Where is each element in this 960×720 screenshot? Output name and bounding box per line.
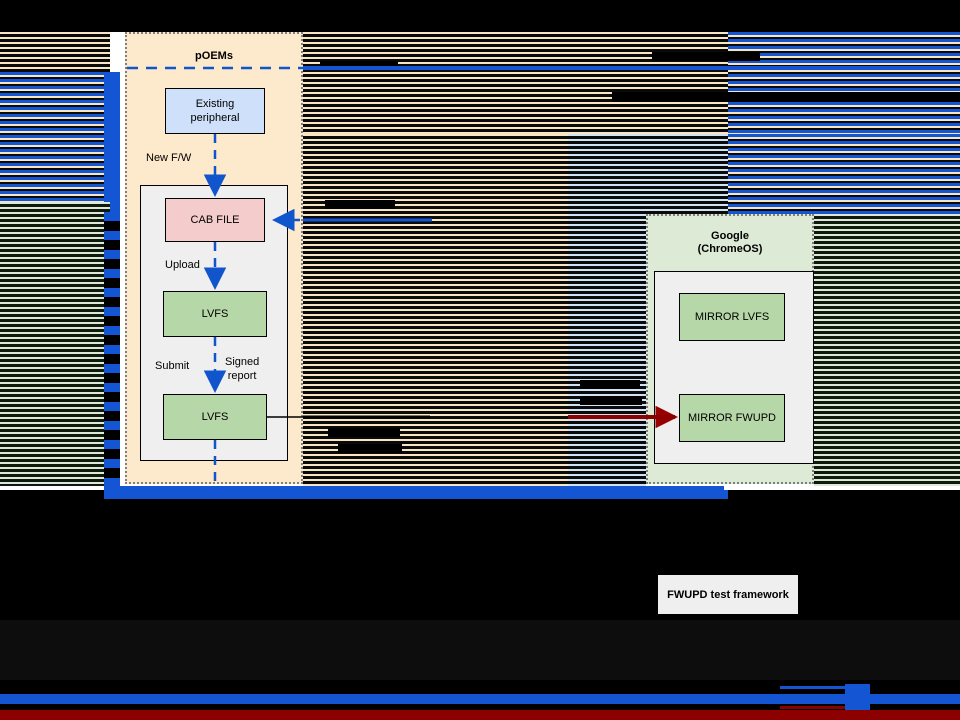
- diagram-canvas: pOEMs Plugin Developers/ Chipset Vendors…: [0, 0, 960, 492]
- glitch-band-blue-2: [728, 134, 960, 214]
- glitch-smear-1: [652, 52, 760, 61]
- glitch-band-ltblue-gap: [568, 134, 646, 486]
- glitch-band-blue-topright: [728, 32, 960, 134]
- node-new-peripheral[interactable]: New Peripheral: [430, 204, 531, 236]
- glitch-smear-5: [580, 396, 642, 405]
- node-fwupd-test-framework[interactable]: FWUPD test framework: [657, 574, 799, 615]
- edge-label-submit: Submit: [155, 360, 190, 372]
- node-plugin-label: PLUGIN: [459, 311, 501, 323]
- node-lvfs-submit[interactable]: LVFS: [163, 394, 267, 440]
- glitch-band-left-green-1: [0, 202, 110, 486]
- node-cab-file-label: CAB FILE: [190, 214, 240, 226]
- node-mirror-fwupd-label: MIRROR FWUPD: [688, 412, 776, 424]
- node-fwupd[interactable]: FWUPD: [428, 394, 532, 440]
- edge-label-submit-changes: Submit Changes: [425, 354, 469, 382]
- glitch-ticks-left: [104, 212, 120, 486]
- edge-label-upload: Upload: [165, 259, 200, 271]
- swimlane-plugin-title-line2: Chipset Vendors: [438, 165, 526, 177]
- node-lvfs-submit-label: LVFS: [201, 411, 229, 423]
- node-plugin[interactable]: PLUGIN: [428, 293, 532, 341]
- glitch-band-ltblue-2: [568, 214, 646, 486]
- glitch-smear-2: [612, 92, 960, 102]
- glitch-bar-left-blue: [104, 72, 120, 212]
- glitch-band-top: [0, 0, 960, 32]
- node-new-peripheral-label: New Peripheral: [442, 214, 519, 226]
- node-lvfs-upload-label: LVFS: [201, 308, 229, 320]
- node-mirror-lvfs[interactable]: MIRROR LVFS: [679, 293, 785, 341]
- node-existing-peripheral[interactable]: Existing peripheral: [165, 88, 265, 134]
- swimlane-google-title-line2: (ChromeOS): [697, 243, 763, 255]
- edge-label-fwupd-code-change-line1: fwupd: [439, 242, 465, 253]
- swimlane-poems-title: pOEMs: [195, 50, 233, 62]
- edge-label-submit-changes-line1: Submit: [425, 355, 460, 367]
- node-lvfs-upload[interactable]: LVFS: [163, 291, 267, 337]
- swimlane-google-title-line1: Google: [711, 230, 749, 242]
- glitch-band-green-right: [814, 214, 960, 486]
- edge-label-signed-report-line2: report: [227, 370, 257, 382]
- edge-label-signed-report: Signed report: [225, 355, 259, 383]
- edge-label-signed-report-line1: Signed: [225, 356, 260, 368]
- blackout-region-2: [0, 620, 960, 680]
- node-mirror-lvfs-label: MIRROR LVFS: [694, 311, 770, 323]
- glitch-smear-8: [320, 61, 398, 69]
- glitch-band-cream-top: [303, 32, 728, 134]
- glitch-band-left-blue-1: [0, 72, 110, 202]
- glitch-smear-7: [338, 444, 402, 453]
- node-existing-peripheral-line2: peripheral: [190, 112, 240, 124]
- edge-label-fwupd-code-change: fwupd code change: [425, 242, 479, 264]
- glitch-smear-4: [580, 380, 640, 389]
- node-fwupd-test-framework-label: FWUPD test framework: [667, 588, 789, 601]
- edge-label-new-fw: New F/W: [146, 152, 192, 164]
- glitch-band-ltblue-1: [568, 134, 728, 214]
- glitch-smear-6: [328, 428, 400, 437]
- glitch-band-left-cream-1: [0, 32, 110, 72]
- swimlane-plugin-title-line1: Plugin Developers/: [432, 152, 532, 164]
- blackout-region: [0, 490, 960, 720]
- node-mirror-fwupd[interactable]: MIRROR FWUPD: [679, 394, 785, 442]
- node-existing-peripheral-line1: Existing: [195, 98, 235, 110]
- node-cab-file[interactable]: CAB FILE: [165, 198, 265, 242]
- edge-label-fwupd-code-change-line2: code change: [425, 253, 480, 264]
- node-fwupd-label: FWUPD: [459, 411, 501, 423]
- edge-label-submit-changes-line2: Changes: [425, 369, 470, 381]
- glitch-smear-3: [325, 200, 395, 209]
